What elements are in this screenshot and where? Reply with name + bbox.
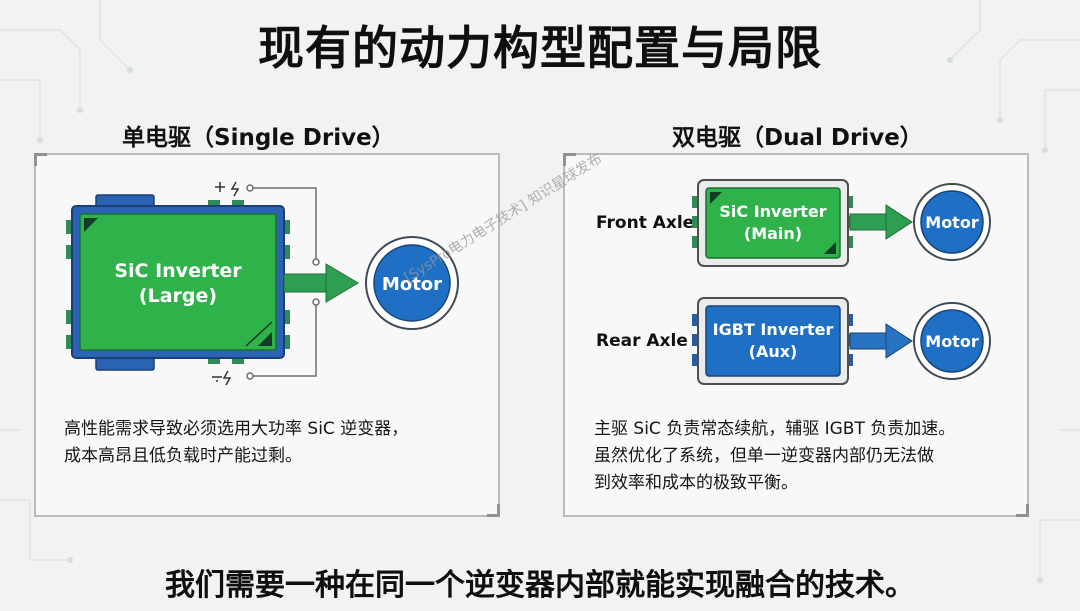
panel-corner bbox=[1016, 504, 1029, 517]
dual-desc-line-2: 虽然优化了系统，但单一逆变器内部仍无法做 bbox=[594, 446, 934, 466]
single-power-arrow bbox=[283, 263, 359, 303]
page-title: 现有的动力构型配置与局限 bbox=[258, 21, 822, 75]
single-motor-label: Motor bbox=[382, 274, 442, 295]
igbt-inverter-aux-label-2: (Aux) bbox=[749, 342, 798, 361]
footer-conclusion: 我们需要一种在同一个逆变器内部就能实现融合的技术。 bbox=[165, 568, 915, 603]
sic-inverter-main-label-1: SiC Inverter bbox=[719, 202, 826, 221]
igbt-inverter-aux: IGBT Inverter (Aux) bbox=[692, 297, 853, 385]
front-motor: Motor bbox=[913, 183, 991, 261]
gate-signal-icon bbox=[215, 181, 240, 197]
single-desc-line-2: 成本高昂且低负载时产能过剩。 bbox=[64, 446, 302, 466]
sic-inverter-large: SiC Inverter (Large) bbox=[66, 194, 290, 371]
rear-axle-label: Rear Axle bbox=[596, 331, 688, 351]
rear-motor-label: Motor bbox=[925, 332, 979, 351]
dual-desc-line-3: 到效率和成本的极致平衡。 bbox=[594, 473, 798, 493]
sic-inverter-large-body bbox=[79, 213, 277, 351]
igbt-inverter-aux-label-1: IGBT Inverter bbox=[713, 320, 834, 339]
igbt-inverter-aux-body bbox=[705, 305, 841, 377]
rear-motor: Motor bbox=[913, 302, 991, 380]
single-motor: Motor bbox=[365, 236, 459, 330]
sic-inverter-large-label-2: (Large) bbox=[139, 285, 217, 307]
sic-inverter-main-body bbox=[705, 187, 841, 259]
panel-corner bbox=[487, 504, 500, 517]
ground-signal-icon bbox=[212, 370, 232, 386]
front-power-arrow bbox=[849, 204, 913, 240]
panel-corner bbox=[34, 153, 47, 166]
sic-inverter-main: SiC Inverter (Main) bbox=[692, 179, 853, 267]
dual-drive-heading: 双电驱（Dual Drive） bbox=[672, 125, 923, 151]
dual-desc-line-1: 主驱 SiC 负责常态续航，辅驱 IGBT 负责加速。 bbox=[594, 419, 956, 439]
single-desc-line-1: 高性能需求导致必须选用大功率 SiC 逆变器， bbox=[64, 419, 409, 439]
sic-inverter-main-label-2: (Main) bbox=[744, 224, 802, 243]
dual-drive-description: 主驱 SiC 负责常态续航，辅驱 IGBT 负责加速。 虽然优化了系统，但单一逆… bbox=[594, 416, 955, 497]
sic-inverter-large-label-1: SiC Inverter bbox=[114, 260, 242, 282]
single-drive-description: 高性能需求导致必须选用大功率 SiC 逆变器， 成本高昂且低负载时产能过剩。 bbox=[64, 416, 408, 470]
front-axle-label: Front Axle bbox=[596, 213, 694, 233]
panel-corner bbox=[563, 153, 576, 166]
single-drive-heading: 单电驱（Single Drive） bbox=[122, 125, 395, 151]
single-connection-lines bbox=[250, 187, 317, 377]
front-motor-label: Motor bbox=[925, 213, 979, 232]
rear-power-arrow bbox=[849, 323, 913, 359]
